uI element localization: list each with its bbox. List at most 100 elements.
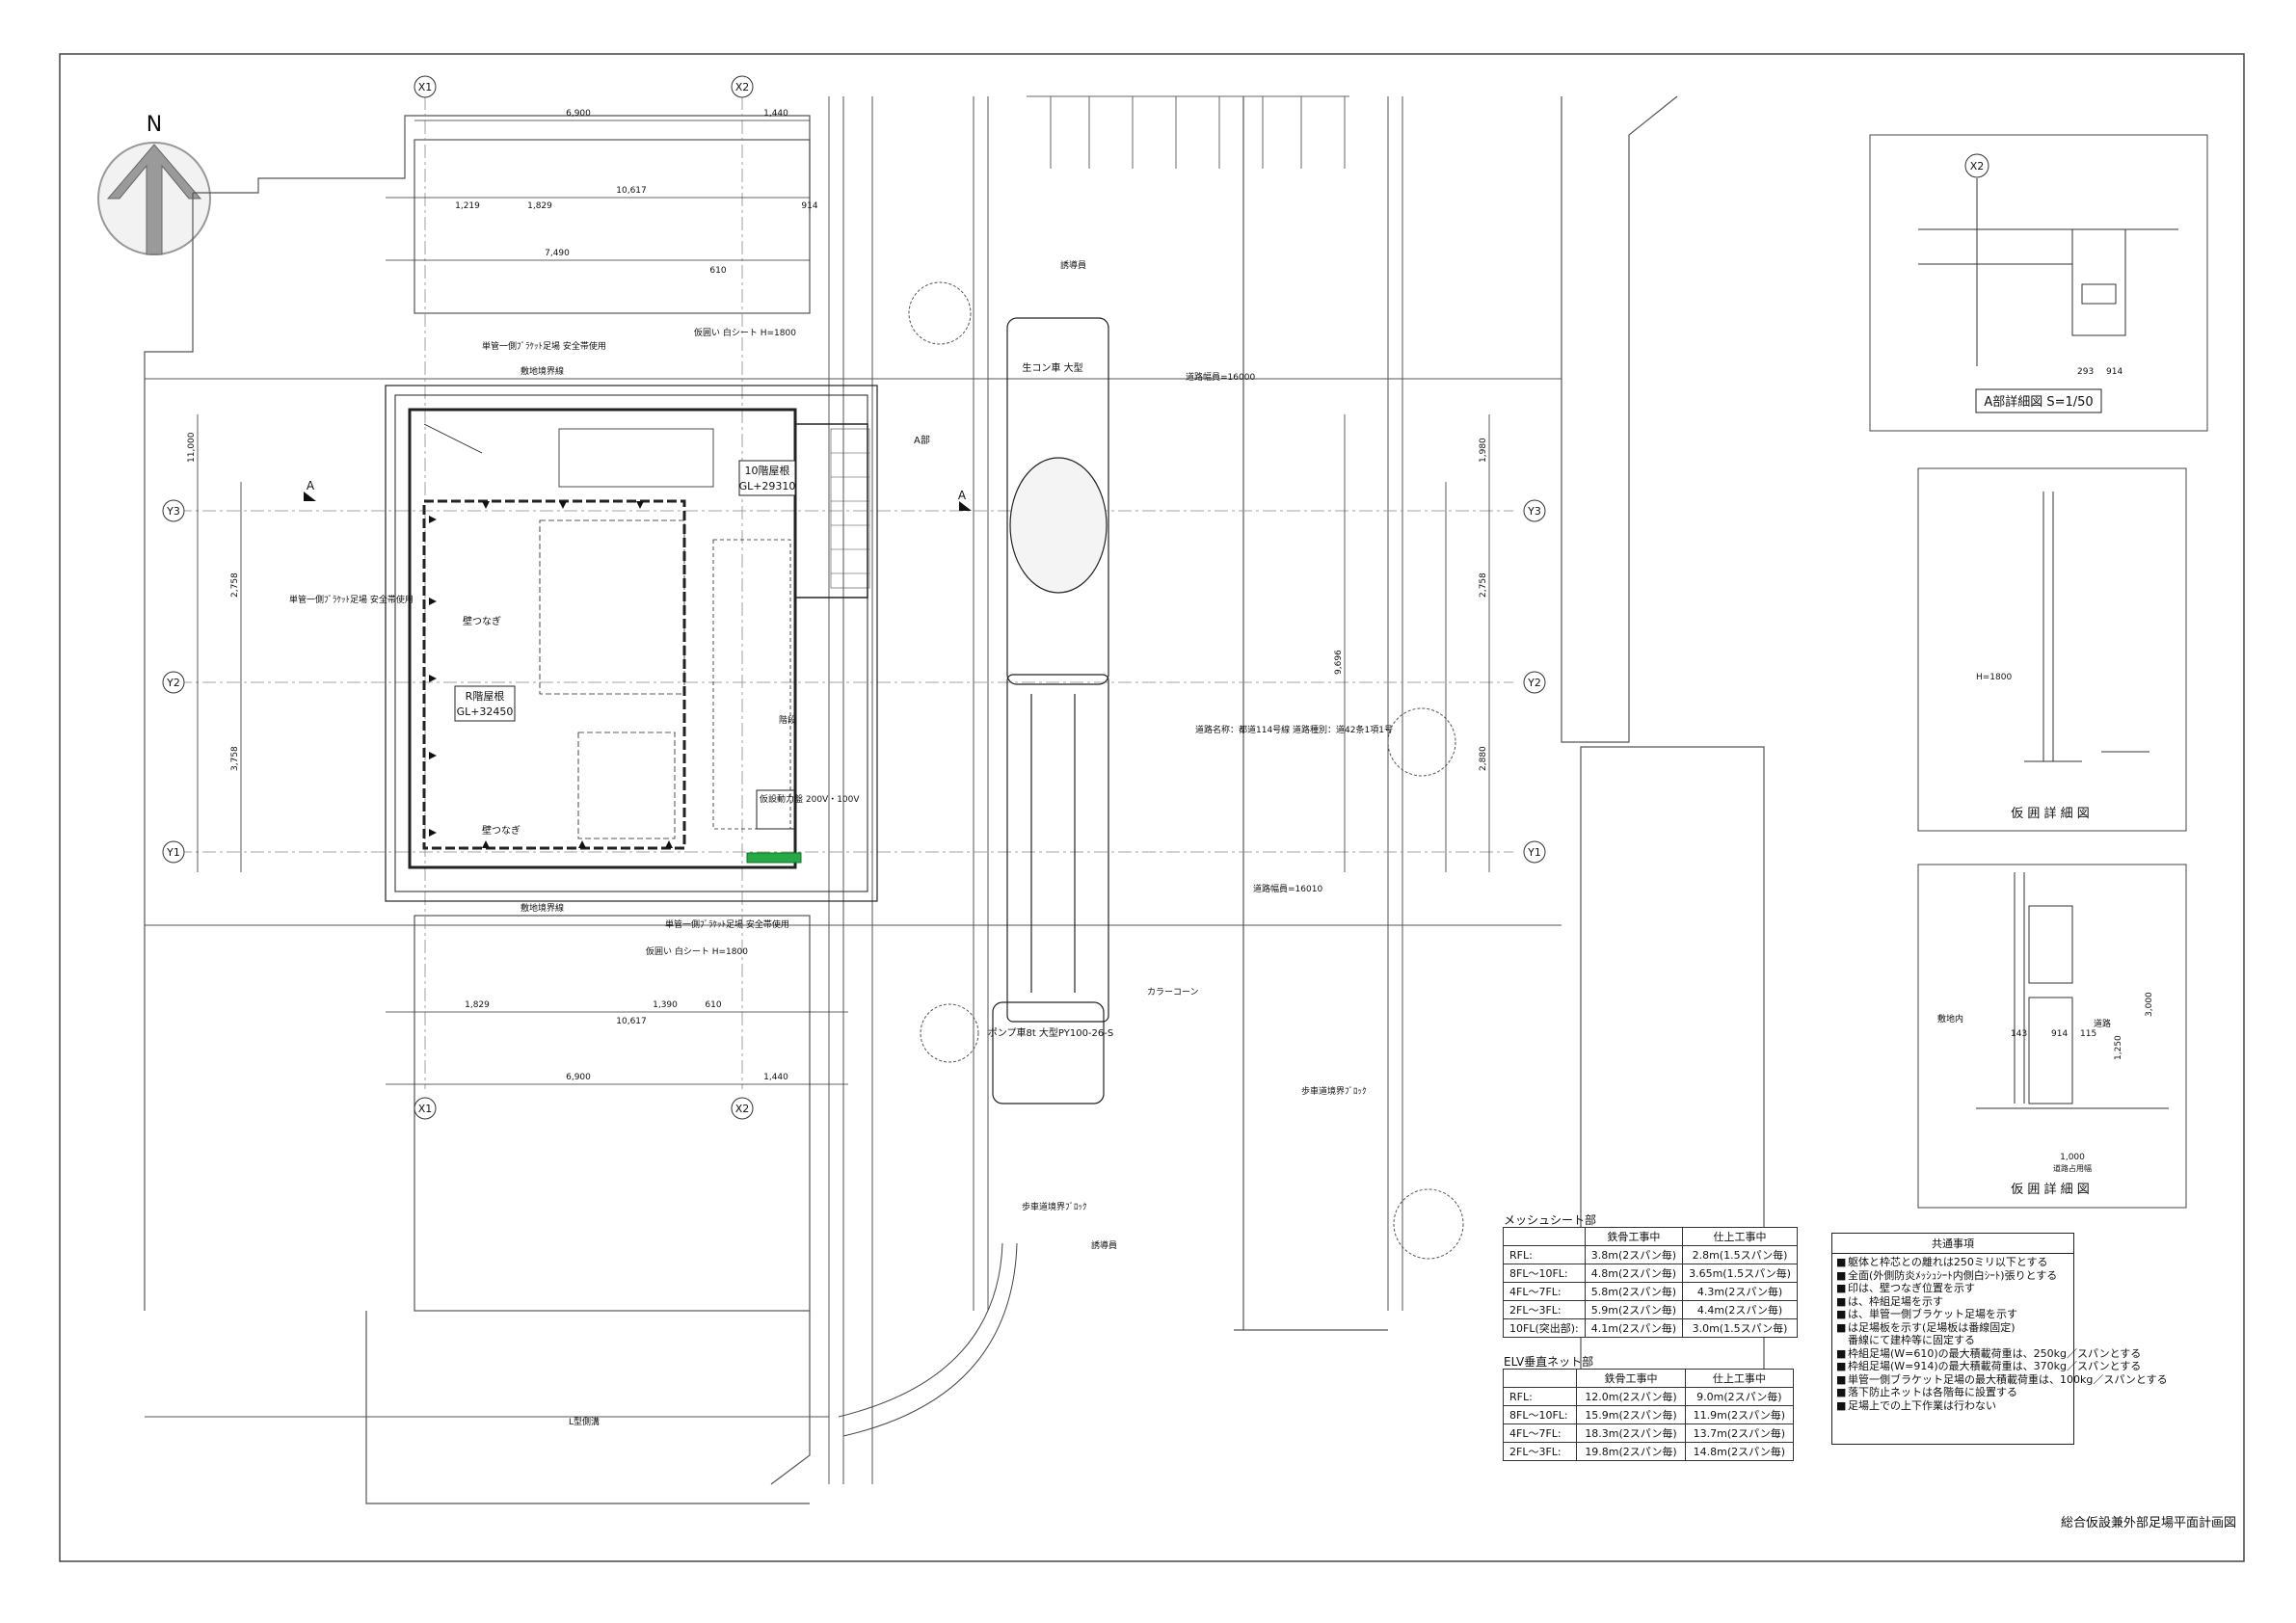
dim-bottom-610: 610	[705, 1000, 721, 1010]
detail-fence2-title: 仮 囲 詳 細 図	[2011, 1182, 2090, 1197]
dim-6900: 6,900	[566, 109, 591, 119]
sheet-title: 総合仮設兼外部足場平面計画図	[2061, 1516, 2237, 1530]
detail-fence2-site: 敷地内	[1937, 1013, 1963, 1024]
table-row: 4FL～7FL: 5.8m(2スパン毎) 4.3m(2スパン毎)	[1503, 1282, 1798, 1301]
north-label: N	[147, 113, 162, 137]
detail-a-title: A部詳細図 S=1/50	[1984, 394, 2093, 410]
table-header-row: 鉄骨工事中 仕上工事中	[1502, 1369, 1795, 1388]
detail-fence2-dim-1000: 1,000	[2060, 1153, 2085, 1162]
table-cell: 19.8m(2スパン毎)	[1576, 1442, 1686, 1461]
table-cell: 3.0m(1.5スパン毎)	[1682, 1318, 1798, 1338]
table-header-row: 鉄骨工事中 仕上工事中	[1503, 1227, 1798, 1246]
table-row: 10FL(突出部): 4.1m(2スパン毎) 3.0m(1.5スパン毎)	[1503, 1318, 1798, 1338]
table-row: RFL: 12.0m(2スパン毎) 9.0m(2スパン毎)	[1502, 1387, 1795, 1406]
grid-label-y3-right: Y3	[1527, 505, 1541, 518]
dim-right-2758: 2,758	[1479, 572, 1488, 598]
dim-7490: 7,490	[545, 249, 570, 258]
list-item: ■落下防止ネットは各階毎に設置する	[1836, 1386, 2017, 1398]
note-text: 全面(外側防炎ﾒｯｼｭｼｰﾄ内側白ｼｰﾄ)張りとする	[1848, 1268, 2058, 1282]
table-cell: 2FL～3FL:	[1502, 1442, 1578, 1461]
table-cell: 8FL～10FL:	[1503, 1264, 1586, 1283]
list-item: ■単管一側ブラケット足場の最大積載荷重は、100kg／スパンとする	[1836, 1372, 2168, 1386]
dim-right-1980: 1,980	[1479, 438, 1488, 463]
detail-fence2-road: 道路	[2094, 1018, 2111, 1029]
table-cell: 4.4m(2スパン毎)	[1682, 1300, 1798, 1319]
note-text: 枠組足場(W=914)の最大積載荷重は、370kg／スパンとする	[1848, 1360, 2142, 1372]
grid-label-y1-left: Y1	[166, 846, 180, 859]
table-cell: 2FL～3FL:	[1503, 1300, 1586, 1319]
bracket-note-left: 単管一側ﾌﾞﾗｹｯﾄ足場 安全帯使用	[289, 594, 414, 605]
table-row: RFL: 3.8m(2スパン毎) 2.8m(1.5スパン毎)	[1503, 1245, 1798, 1264]
dim-914: 914	[801, 201, 817, 211]
dims-top	[386, 120, 848, 1085]
note-text: は、単管一側ブラケット足場を示す	[1848, 1308, 2017, 1320]
right-neighbor	[1234, 95, 1765, 1417]
dim-text-sides: 11,000 2,758 3,758 1,980 2,758 2,880 9,6…	[187, 432, 1488, 771]
stair-tower	[830, 428, 870, 589]
grid-label-x1-bottom: X1	[418, 1103, 433, 1115]
table-cell: 4.1m(2スパン毎)	[1584, 1318, 1684, 1338]
table-row: 8FL～10FL: 15.9m(2スパン毎) 11.9m(2スパン毎)	[1502, 1405, 1795, 1424]
note-text: 単管一側ブラケット足場の最大積載荷重は、100kg／スパンとする	[1848, 1372, 2168, 1386]
table-cell: 4.3m(2スパン毎)	[1682, 1282, 1798, 1301]
detail-a-panel: X2 293 914 A部詳細図 S=1/50	[1869, 134, 2208, 432]
table-cell: 5.9m(2スパン毎)	[1584, 1300, 1684, 1319]
table-cell: 5.8m(2スパン毎)	[1584, 1282, 1684, 1301]
dim-bottom-1440: 1,440	[763, 1073, 788, 1082]
list-item: ■は足場板を示す(足場板は番線固定)	[1836, 1320, 2016, 1334]
dims-sides	[197, 414, 1490, 872]
mesh-table-title: メッシュシート部	[1504, 1213, 1597, 1227]
a-part-label: A部	[914, 434, 930, 446]
notes-title: 共通事項	[1832, 1234, 2073, 1254]
grid-label-y2-left: Y2	[166, 677, 180, 689]
sheet-border	[59, 53, 2245, 1562]
detail-a-grid-label: X2	[1970, 160, 1985, 173]
table-cell: 18.3m(2スパン毎)	[1576, 1423, 1686, 1443]
table-cell: 4FL～7FL:	[1502, 1423, 1578, 1443]
detail-fence2-legend: 道路占用幅	[2053, 1163, 2092, 1173]
note-text: 躯体と枠芯との離れは250ミリ以下とする	[1848, 1256, 2048, 1268]
table-cell: 3.8m(2スパン毎)	[1584, 1245, 1684, 1264]
mesh-table: 鉄骨工事中 仕上工事中 RFL: 3.8m(2スパン毎) 2.8m(1.5スパン…	[1503, 1227, 1798, 1338]
table-cell: 4.8m(2スパン毎)	[1584, 1264, 1684, 1283]
dim-bottom-10617: 10,617	[616, 1017, 647, 1026]
dim-1440: 1,440	[763, 109, 788, 119]
road-name-label: 道路名称：都道114号線 道路種別：道42条1項1号	[1195, 724, 1393, 735]
site-boundary-top: 敷地境界線	[521, 365, 564, 377]
road-lines	[145, 96, 1562, 1484]
neighbor-outlines	[144, 115, 811, 1504]
table-cell: 15.9m(2スパン毎)	[1576, 1405, 1686, 1424]
driveway-curve	[838, 1242, 1003, 1418]
guard-label-bottom: 誘導員	[1091, 1239, 1117, 1251]
detail-a-dim-293: 293	[2077, 367, 2094, 377]
section-mark-right: A	[958, 489, 967, 502]
table-cell: RFL:	[1502, 1387, 1578, 1406]
detail-fence2-dim-115: 115	[2080, 1029, 2096, 1039]
table-cell: 10FL(突出部):	[1503, 1318, 1586, 1338]
table-cell: 12.0m(2スパン毎)	[1576, 1387, 1686, 1406]
building-plan	[385, 385, 878, 902]
table-cell: RFL:	[1503, 1245, 1586, 1264]
site-boundary-bottom: 敷地境界線	[521, 902, 564, 914]
grid-bubbles: X1 X2 X1 X2 Y3 Y2 Y1 Y3 Y2 Y1	[162, 75, 1546, 1120]
wall-tie-label: 壁つなぎ	[463, 615, 501, 627]
grid-label-y1-right: Y1	[1527, 846, 1541, 859]
grid-label-x2-bottom: X2	[735, 1103, 750, 1115]
road-labels: 道路名称：都道114号線 道路種別：道42条1項1号 道路幅員=16000 道路…	[1186, 371, 1393, 894]
note-text: 足場上での上下作業は行わない	[1848, 1398, 1996, 1412]
grid-label-x1-top: X1	[418, 81, 433, 93]
wall-tie-markers	[429, 501, 673, 848]
dim-10617: 10,617	[616, 186, 647, 196]
note-text: 印は、壁つなぎ位置を示す	[1848, 1282, 1975, 1294]
elv-table: 鉄骨工事中 仕上工事中 RFL: 12.0m(2スパン毎) 9.0m(2スパン毎…	[1502, 1369, 1795, 1461]
roof-r-label: R階屋根	[466, 689, 505, 703]
grid-label-y2-right: Y2	[1527, 677, 1541, 689]
l-gutter-label: L型側溝	[569, 1416, 600, 1427]
dim-text-top: 6,900 1,440 10,617 7,490 1,219 1,829 914…	[455, 109, 818, 1082]
note-text: 枠組足場(W=610)の最大積載荷重は、250kg／スパンとする	[1848, 1346, 2142, 1360]
north-arrow-icon: N	[97, 113, 211, 255]
dim-610: 610	[709, 266, 726, 276]
section-marks: A A	[304, 479, 972, 511]
table-cell: 14.8m(2スパン毎)	[1684, 1442, 1795, 1461]
